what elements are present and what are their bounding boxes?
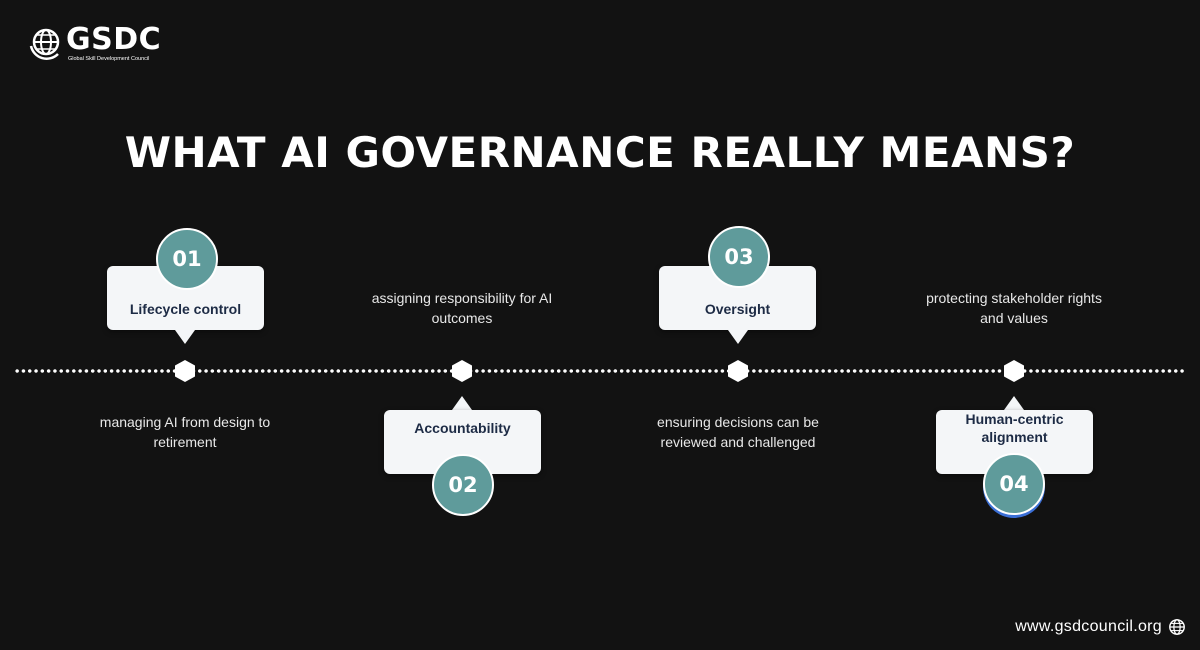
footer: www.gsdcouncil.org [1015, 618, 1186, 636]
timeline-node-1 [175, 360, 195, 382]
step-badge-2: 02 [432, 454, 494, 516]
step-description-2: assigning responsibility for AI outcomes [371, 290, 553, 326]
step-description-3: ensuring decisions can be reviewed and c… [657, 414, 819, 450]
step-card-1: Lifecycle control [107, 266, 264, 330]
brand-subtitle: Global Skill Development Council [68, 56, 150, 62]
step-badge-4: 04 [983, 453, 1045, 515]
step-badge-1: 01 [156, 228, 218, 290]
brand-logo: GSDC Global Skill Development Council [28, 24, 161, 63]
step-label-1: Lifecycle control [129, 301, 242, 317]
step-description-1: managing AI from design to retirement [99, 414, 271, 450]
brand-name: GSDC [66, 22, 162, 57]
step-label-3: Oversight [704, 301, 771, 317]
website-link[interactable]: www.gsdcouncil.org [1015, 618, 1162, 635]
timeline-node-2 [452, 360, 472, 382]
step-pointer-2 [452, 396, 472, 410]
step-label-2: Accountability [414, 420, 511, 436]
timeline-node-3 [728, 360, 748, 382]
globe-icon [1169, 619, 1185, 635]
timeline-node-4 [1004, 360, 1024, 382]
step-badge-3: 03 [708, 226, 770, 288]
step-pointer-1 [175, 330, 195, 344]
step-label-4: Human-centric alignment [965, 411, 1064, 445]
globe-icon [29, 28, 60, 60]
step-pointer-3 [728, 330, 748, 344]
timeline-line [14, 369, 1186, 373]
step-pointer-4 [1004, 396, 1024, 410]
step-description-4: protecting stakeholder rights and values [926, 290, 1102, 326]
page-title: WHAT AI GOVERNANCE REALLY MEANS? [124, 128, 1076, 177]
